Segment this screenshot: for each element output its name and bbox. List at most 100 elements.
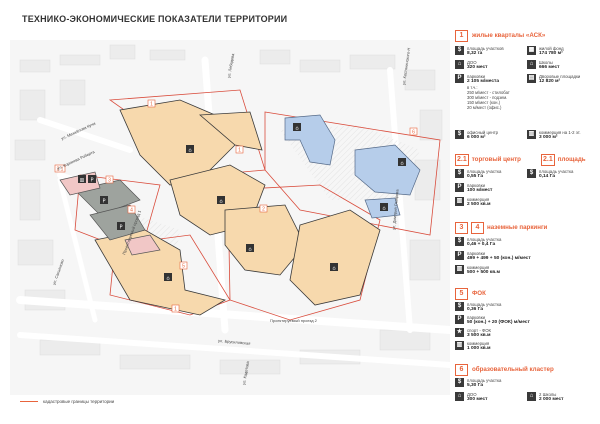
- map-tag-3: 3: [108, 178, 111, 184]
- dollar-icon: $: [455, 302, 464, 311]
- legend-boundary-line: [20, 401, 38, 402]
- shop-icon: ▥: [455, 341, 464, 350]
- school-building-2: [354, 144, 421, 196]
- indicator-value: 320 мест: [467, 65, 488, 70]
- indicator-value: 2 000 мест: [539, 397, 564, 402]
- indicator-label: жилой фонд: [539, 46, 564, 51]
- street-lebedeva: ул. Лебедева: [226, 52, 235, 78]
- shop-icon: ▥: [527, 130, 536, 139]
- dollar-icon: $: [455, 378, 464, 387]
- indicator-label: Школы: [539, 60, 553, 65]
- residential-block-d: [289, 209, 381, 306]
- building-icon: ▦: [527, 46, 536, 55]
- indicator-value: 6 000 м²: [467, 135, 486, 140]
- dollar-icon: $: [455, 46, 464, 55]
- shop-icon: ▥: [455, 197, 464, 206]
- indicator-value: 500 + 500 кв.м: [467, 270, 501, 275]
- section-header: 2.1 торговый центр: [455, 153, 521, 166]
- page-title: ТЕХНИКО-ЭКОНОМИЧЕСКИЕ ПОКАЗАТЕЛИ ТЕРРИТО…: [22, 14, 288, 24]
- residential-block-c: [224, 204, 306, 276]
- indicator-value: 3 000 м²: [539, 135, 558, 140]
- svg-text:▥: ▥: [80, 178, 85, 184]
- indicator-value: 0,36 Га: [467, 307, 483, 312]
- street-brusilova: ул. Брусиловская: [218, 338, 251, 346]
- svg-text:P: P: [102, 199, 105, 205]
- map-icons: ⌂ ⌂ ⌂ P P ▥ P ⌂ ⌂ ⌂ ⌂ ⌂: [78, 123, 406, 282]
- parking-icon: P: [455, 74, 464, 83]
- indicator-value: 12 820 м²: [539, 79, 561, 84]
- map-number-tags: 1 1 1 2 3 4 5 6 2.1: [54, 99, 418, 313]
- indicator-value: 499 + 499 + 50 (кон.) м/мест: [467, 256, 531, 261]
- indicator-value: 2 500 кв.м: [467, 202, 491, 207]
- indicator-label: коммерция: [467, 197, 490, 202]
- indicator-label: коммерция на 1-2 эт.: [539, 130, 581, 135]
- indicator-value: 3 500 кв.м: [467, 333, 491, 338]
- section-header: 3 4 наземные паркинги: [455, 221, 597, 234]
- indicator-label: Дворовые площадки: [539, 74, 581, 79]
- indicator-value: 0,14 Га: [539, 174, 555, 179]
- svg-text:P: P: [119, 225, 122, 231]
- svg-text:⌂: ⌂: [188, 148, 191, 154]
- indicator-value: 8,32 га: [467, 51, 483, 56]
- parking-icon: P: [455, 183, 464, 192]
- dollar-icon: $: [455, 237, 464, 246]
- street-proezd-2: Проектируемый проезд 2: [270, 318, 318, 323]
- indicator-note: 300 м/мест - подзем.: [467, 94, 508, 100]
- school-icon: ⌂: [527, 392, 536, 401]
- section-title: образовательный кластер: [472, 366, 554, 373]
- section-header: 1 жилые кварталы «АСК»: [455, 29, 597, 42]
- indicator-value: 666 мест: [539, 65, 560, 70]
- indicator-value: 0,55 Га: [467, 174, 483, 179]
- svg-text:P: P: [90, 178, 93, 184]
- dollar-icon: $: [527, 169, 536, 178]
- section-title: торговый центр: [471, 156, 521, 163]
- section-title: жилые кварталы «АСК»: [472, 32, 546, 39]
- indicator-label: парковки: [467, 315, 485, 320]
- section-number: 1: [455, 29, 468, 42]
- map-tag-1c: 1: [174, 307, 177, 313]
- sport-icon: ★: [455, 328, 464, 337]
- school-icon: ⌂: [527, 60, 536, 69]
- section-education: 6 образовательный кластер $площадь участ…: [455, 363, 597, 420]
- section-header: 6 образовательный кластер: [455, 363, 597, 376]
- indicator-label: 2 Школы: [539, 392, 557, 397]
- parking-icon: P: [455, 251, 464, 260]
- indicator-label: ДОО: [467, 392, 477, 397]
- section-header: 5 ФОК: [455, 287, 597, 300]
- indicator-note: 150 м/мест (кон.): [467, 99, 501, 105]
- indicator-label: парковки: [467, 74, 485, 79]
- residential-blocks: [94, 99, 381, 316]
- svg-text:⌂: ⌂: [382, 206, 385, 212]
- residential-block-e: [94, 229, 227, 316]
- dollar-icon: $: [455, 130, 464, 139]
- indicator-label: офисный центр: [467, 130, 499, 135]
- indicator-value: 1 000 кв.м: [467, 346, 491, 351]
- indicators-panel: 1 жилые кварталы «АСК» $площадь участков…: [455, 29, 597, 420]
- dollar-icon: $: [455, 169, 464, 178]
- indicator-value: 100 м/мест: [467, 188, 493, 193]
- indicator-label: площадь участка: [467, 169, 502, 174]
- section-header-square: 2.1 площадь: [541, 153, 586, 166]
- indicator-value: 300 мест: [467, 397, 488, 402]
- indicator-note: 20 м/мест (офис.): [467, 104, 502, 110]
- indicator-commerce: ▥коммерция на 1-2 эт.3 000 м²: [527, 130, 581, 141]
- section-number: 2.1: [455, 153, 469, 166]
- indicator-label: парковки: [467, 183, 485, 188]
- legend-label: кадастровые границы территории: [43, 399, 115, 404]
- indicator-value: 5,30 Га: [467, 383, 483, 388]
